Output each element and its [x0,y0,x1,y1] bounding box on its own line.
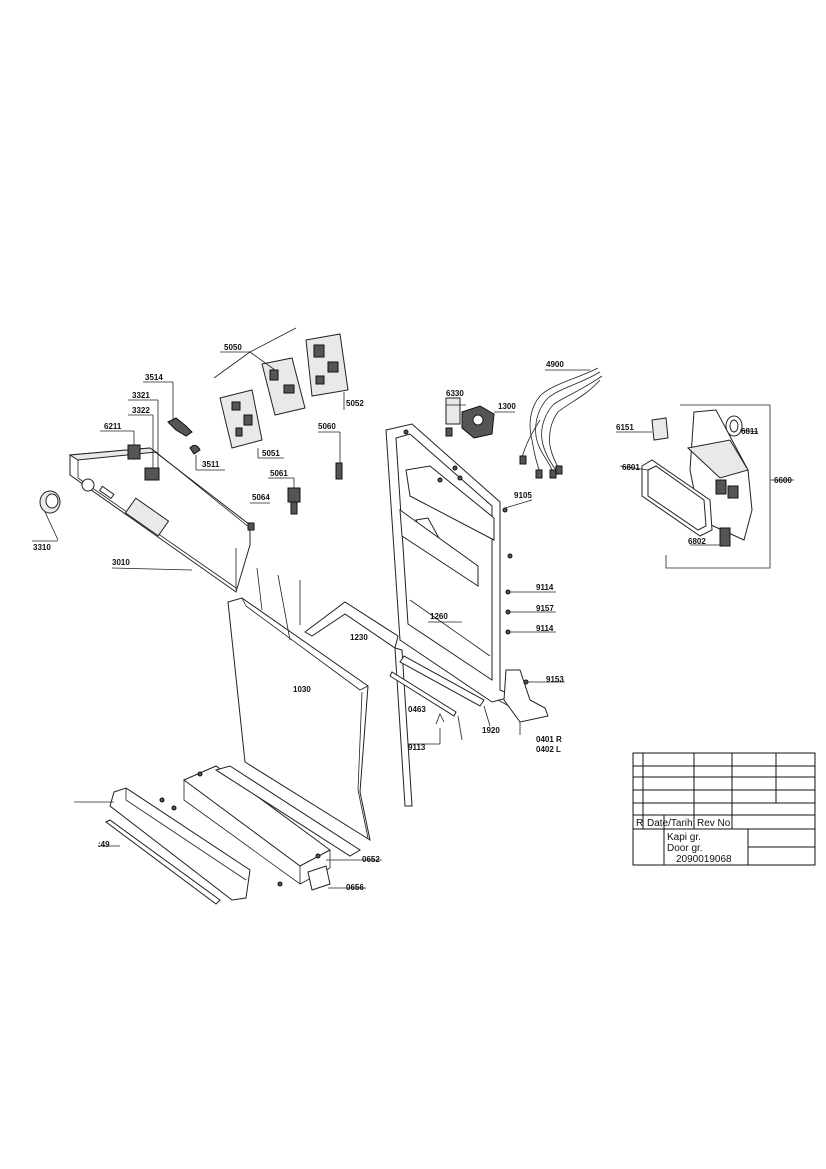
label-9114-b: 9114 [536,624,554,633]
gasket-strips-1230 [256,567,413,807]
label-6802: 6802 [688,537,706,546]
label-1260: 1260 [430,612,448,621]
bottom-panel-parts [74,765,382,905]
outer-door-1030 [227,597,371,842]
label-6811: 6811 [741,427,759,436]
label-1920: 1920 [482,726,500,735]
knob-3310 [32,490,61,542]
rev-label: Rev No [697,818,731,829]
label-1230: 1230 [350,633,368,642]
rev-letter: R [636,818,643,829]
label-49: :49 [98,840,110,849]
group-turkish: Kapi gr. [667,832,701,843]
callout-labels: 3310 3010 6211 3322 3321 3514 3511 5050 … [33,343,792,892]
door-lock-1300 [445,397,515,439]
bottom-rails [389,655,549,745]
small-parts-left [100,381,225,481]
label-0656: 0656 [346,883,364,892]
label-5052: 5052 [346,399,364,408]
label-9157: 9157 [536,604,554,613]
label-5050: 5050 [224,343,242,352]
cable-harness-4900 [519,367,603,479]
group-english: Door gr. [667,843,703,854]
label-5061: 5061 [270,469,288,478]
label-3321: 3321 [132,391,150,400]
label-6801: 6801 [622,463,640,472]
label-3310: 3310 [33,543,51,552]
label-9153: 9153 [546,675,564,684]
label-3010: 3010 [112,558,130,567]
label-0463: 0463 [408,705,426,714]
label-6600: 6600 [774,476,792,485]
label-0402: 0402 L [536,745,561,754]
dispenser-6600 [616,404,794,569]
label-1300: 1300 [498,402,516,411]
date-label: Date/Tarih [647,818,693,829]
document-number: 2090019068 [676,854,732,865]
label-6151: 6151 [616,423,634,432]
label-5051: 5051 [262,449,280,458]
control-panel-3010 [68,447,251,593]
label-3511: 3511 [202,460,220,469]
label-5060: 5060 [318,422,336,431]
title-block: R Date/Tarih Rev No Kapi gr. Door gr. 20… [632,752,816,866]
label-0401: 0401 R [536,735,562,744]
inner-door-1260 [385,423,516,703]
label-4900: 4900 [546,360,564,369]
label-9114-a: 9114 [536,583,554,592]
label-3514: 3514 [145,373,163,382]
label-1030: 1030 [293,685,311,694]
label-5064: 5064 [252,493,270,502]
label-6330: 6330 [446,389,464,398]
label-9105: 9105 [514,491,532,500]
label-0652: 0652 [362,855,380,864]
label-9113: 9113 [408,743,426,752]
label-6211: 6211 [104,422,122,431]
electronic-modules [213,327,349,459]
sensors-5060-5061-5064 [247,431,343,531]
screws-9105-9114-9157-9153 [403,429,565,685]
label-3322: 3322 [132,406,150,415]
